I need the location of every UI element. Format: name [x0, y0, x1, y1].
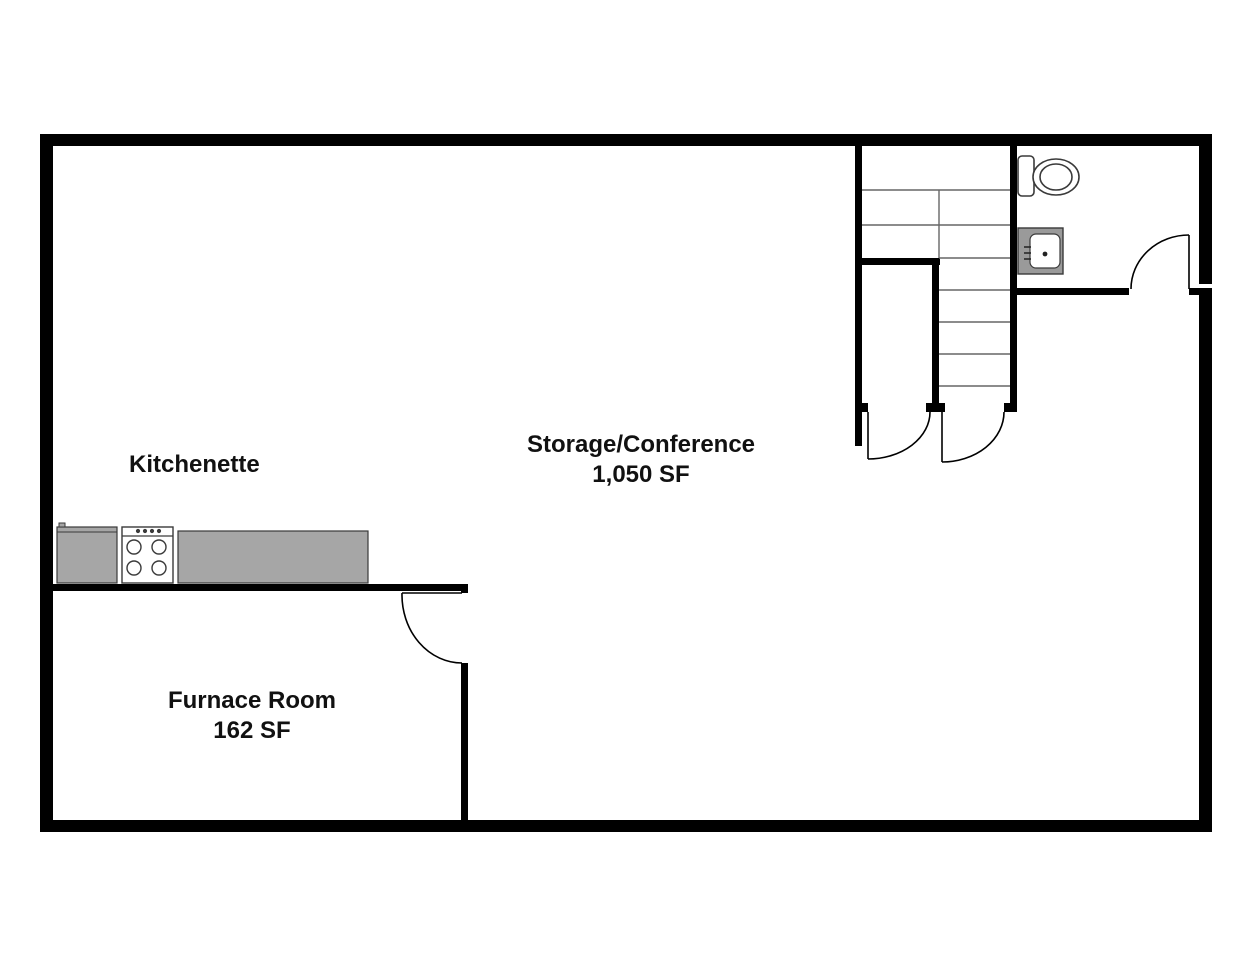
door-jamb-1	[862, 403, 868, 412]
wall-bath-jamb	[1189, 288, 1199, 295]
bathroom-walls	[1017, 288, 1199, 295]
wall-right-lower	[1199, 288, 1212, 832]
outer-walls	[40, 134, 1212, 832]
wall-stair-left	[855, 146, 862, 446]
door-swing-icon	[1130, 234, 1190, 290]
furnace-room-label: Furnace Room 162 SF	[158, 686, 346, 746]
wall-furnace-right	[461, 663, 468, 822]
storage-conference-area: 1,050 SF	[592, 461, 690, 488]
wall-right-upper	[1199, 134, 1212, 284]
door-swing-icon	[401, 592, 463, 664]
wall-top	[40, 134, 1212, 146]
door-jamb-3	[939, 403, 945, 412]
refrigerator-icon	[56, 522, 118, 584]
door-jamb-4	[1004, 403, 1010, 412]
furnace-room-name: Furnace Room	[167, 687, 337, 714]
kitchenette-name: Kitchenette	[129, 451, 260, 478]
storage-conference-label: Storage/Conference 1,050 SF	[514, 430, 768, 490]
wall-furnace-right-stub	[461, 584, 468, 593]
wall-stair-right	[1010, 146, 1017, 412]
door-swing-icon	[867, 411, 1005, 463]
wall-left	[40, 134, 53, 832]
wall-stair-middle	[932, 258, 939, 412]
kitchenette-label: Kitchenette	[129, 450, 260, 480]
sink-icon	[1017, 227, 1064, 275]
storage-conference-name: Storage/Conference	[526, 431, 756, 458]
toilet-icon	[1017, 155, 1080, 197]
wall-bath-bottom	[1017, 288, 1129, 295]
furnace-room-area: 162 SF	[213, 717, 291, 744]
wall-closet-top	[862, 258, 940, 265]
stairs-icon	[862, 189, 1010, 387]
wall-bottom	[40, 820, 1212, 832]
stair-walls	[855, 146, 1017, 446]
stove-icon	[121, 526, 174, 584]
counter-icon	[177, 530, 369, 584]
furnace-room-walls	[53, 584, 468, 822]
door-jamb-2	[926, 403, 932, 412]
wall-furnace-top	[53, 584, 468, 591]
